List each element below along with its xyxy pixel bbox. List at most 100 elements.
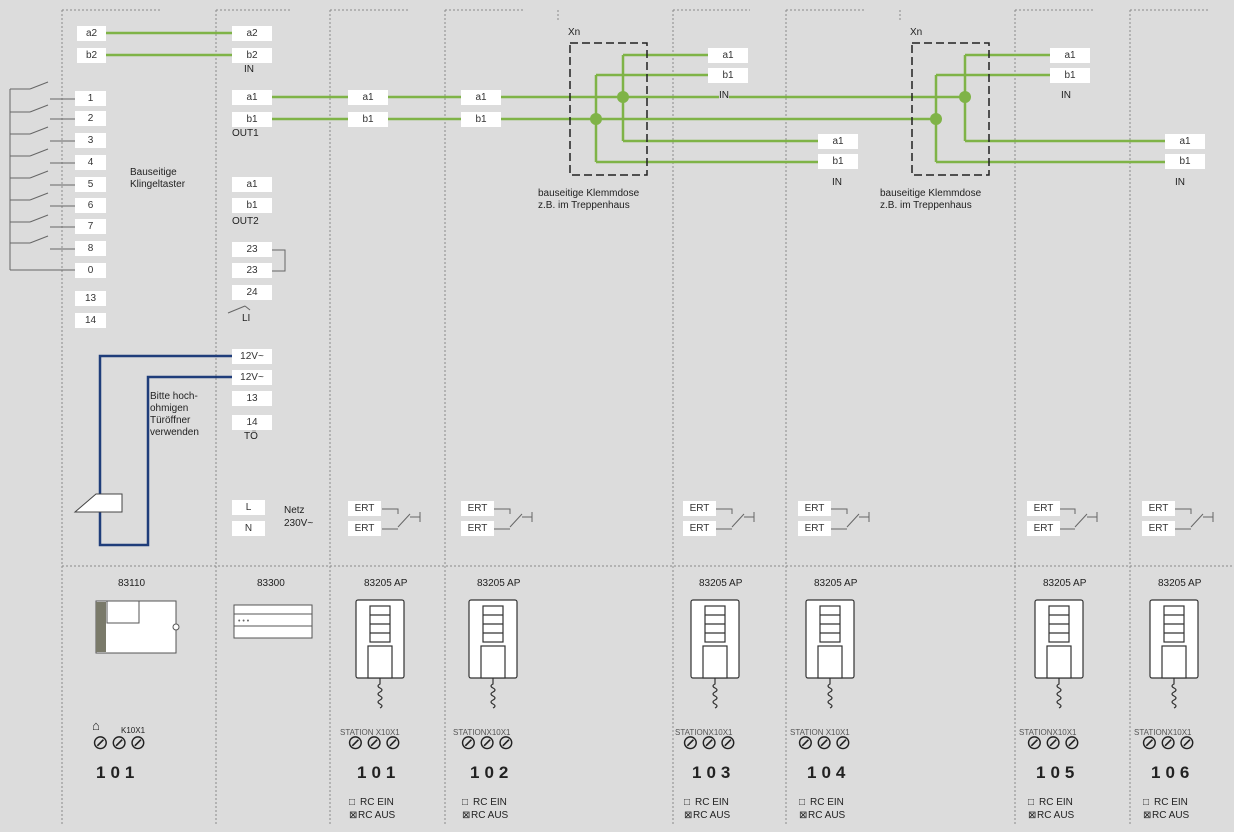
rc-aus-label: RC AUS bbox=[693, 810, 731, 821]
ert-terminal-2: ERT bbox=[1027, 521, 1060, 536]
mains-terminal-n: N bbox=[232, 521, 265, 536]
relay-terminal-24: 24 bbox=[232, 285, 272, 300]
station-dials: ⊘⊘⊘ bbox=[347, 732, 404, 754]
doorstation-model: 83110 bbox=[118, 578, 146, 589]
jn1b-a1: a1 bbox=[818, 134, 858, 149]
station-model: 83205 AP bbox=[364, 578, 408, 589]
terminal-a2: a2 bbox=[77, 26, 106, 41]
ert-terminal-1: ERT bbox=[1142, 501, 1175, 516]
station-address: 101 bbox=[357, 763, 401, 782]
door-terminal-13: 13 bbox=[232, 391, 272, 406]
bell-terminal: 8 bbox=[75, 241, 106, 256]
station-model: 83205 AP bbox=[477, 578, 521, 589]
supply-in-label: IN bbox=[244, 64, 254, 75]
supply-out2-b1: b1 bbox=[232, 198, 272, 213]
station-dials: ⊘⊘⊘ bbox=[797, 732, 854, 754]
handset-icon bbox=[355, 599, 405, 709]
station-model: 83205 AP bbox=[1158, 578, 1202, 589]
ert-terminal-2: ERT bbox=[1142, 521, 1175, 536]
rc-aus-checkbox: ⊠ bbox=[799, 810, 808, 821]
extra-terminal: 13 bbox=[75, 291, 106, 306]
supply-unit-icon: • • • bbox=[233, 604, 313, 639]
jn1-b1: b1 bbox=[708, 68, 748, 83]
junction-1-text-2: z.B. im Treppenhaus bbox=[538, 200, 630, 211]
house-icon: ⌂ bbox=[92, 718, 100, 733]
column-dividers bbox=[61, 9, 1234, 826]
door-terminal-12v-1: 12V~ bbox=[232, 349, 272, 364]
rc-ein-label: RC EIN bbox=[360, 797, 394, 808]
rc-ein-checkbox: □ bbox=[1028, 797, 1035, 808]
bell-terminal: 0 bbox=[75, 263, 106, 278]
rc-ein-label: RC EIN bbox=[810, 797, 844, 808]
bell-terminal: 7 bbox=[75, 219, 106, 234]
supply-out1-a1: a1 bbox=[232, 90, 272, 105]
supply-model: 83300 bbox=[257, 578, 285, 589]
station-address: 105 bbox=[1036, 763, 1080, 782]
to-label: TÖ bbox=[244, 431, 258, 442]
station-label: STATIONX10X1 bbox=[1019, 728, 1077, 737]
junction-2-text-1: bauseitige Klemmdose bbox=[880, 188, 982, 199]
jn1-a1: a1 bbox=[708, 48, 748, 63]
station-address: 104 bbox=[807, 763, 851, 782]
ert-terminal-1: ERT bbox=[461, 501, 494, 516]
rc-aus-checkbox: ⊠ bbox=[349, 810, 358, 821]
station-dials: ⊘⊘⊘ bbox=[460, 732, 517, 754]
junction-boxes bbox=[569, 42, 990, 176]
jn2-in: IN bbox=[1061, 90, 1071, 101]
junction-2-xn: Xn bbox=[910, 27, 923, 38]
rc-aus-label: RC AUS bbox=[471, 810, 509, 821]
ert-terminal-2: ERT bbox=[348, 521, 381, 536]
station-dials: ⊘⊘⊘ bbox=[1141, 732, 1198, 754]
ert-terminal-1: ERT bbox=[798, 501, 831, 516]
station-model: 83205 AP bbox=[1043, 578, 1087, 589]
bus-a1-2: a1 bbox=[461, 90, 501, 105]
bell-terminal: 5 bbox=[75, 177, 106, 192]
station-dials: ⊘⊘⊘ bbox=[1026, 732, 1083, 754]
door-opener-note-2: ohmigen bbox=[150, 403, 189, 414]
jn1b-in: IN bbox=[832, 177, 842, 188]
rc-ein-checkbox: □ bbox=[462, 797, 469, 808]
rc-ein-checkbox: □ bbox=[684, 797, 691, 808]
handset-icon bbox=[690, 599, 740, 709]
bell-terminal: 1 bbox=[75, 91, 106, 106]
door-terminal-14: 14 bbox=[232, 415, 272, 430]
supply-out2-a1: a1 bbox=[232, 177, 272, 192]
bus-b1-1: b1 bbox=[348, 112, 388, 127]
handset-icon bbox=[805, 599, 855, 709]
handset-icon bbox=[1034, 599, 1084, 709]
supply-in-b2: b2 bbox=[232, 48, 272, 63]
station-label: STATION X10X1 bbox=[790, 728, 850, 737]
extra-terminal: 14 bbox=[75, 313, 106, 328]
rc-aus-checkbox: ⊠ bbox=[462, 810, 471, 821]
doorstation-address-label: K10X1 bbox=[121, 726, 146, 735]
station-model: 83205 AP bbox=[814, 578, 858, 589]
bus-b1-2: b1 bbox=[461, 112, 501, 127]
door-opener-note-4: verwenden bbox=[150, 427, 199, 438]
handset-icon bbox=[1149, 599, 1199, 709]
door-opener-note-1: Bitte hoch- bbox=[150, 391, 198, 402]
bell-terminal: 3 bbox=[75, 133, 106, 148]
mains-label-1: Netz bbox=[284, 505, 305, 516]
bell-switches bbox=[9, 81, 1214, 530]
supply-out2-label: OUT2 bbox=[232, 216, 259, 227]
jn2b-b1: b1 bbox=[1165, 154, 1205, 169]
rc-aus-checkbox: ⊠ bbox=[1028, 810, 1037, 821]
transformer-icon bbox=[95, 600, 180, 654]
rc-ein-label: RC EIN bbox=[473, 797, 507, 808]
jn2b-in: IN bbox=[1175, 177, 1185, 188]
rc-ein-checkbox: □ bbox=[799, 797, 806, 808]
ert-terminal-1: ERT bbox=[683, 501, 716, 516]
button-label-2: Klingeltaster bbox=[130, 179, 186, 190]
terminal-b2: b2 bbox=[77, 48, 106, 63]
bell-terminal: 2 bbox=[75, 111, 106, 126]
station-dials: ⊘⊘⊘ bbox=[682, 732, 739, 754]
station-model: 83205 AP bbox=[699, 578, 743, 589]
handset-icon bbox=[468, 599, 518, 709]
door-opener-wires bbox=[98, 354, 232, 547]
ert-terminal-2: ERT bbox=[683, 521, 716, 536]
mains-label-2: 230V~ bbox=[284, 518, 314, 529]
rc-ein-label: RC EIN bbox=[695, 797, 729, 808]
rc-ein-label: RC EIN bbox=[1154, 797, 1188, 808]
station-label: STATIONX10X1 bbox=[1134, 728, 1192, 737]
